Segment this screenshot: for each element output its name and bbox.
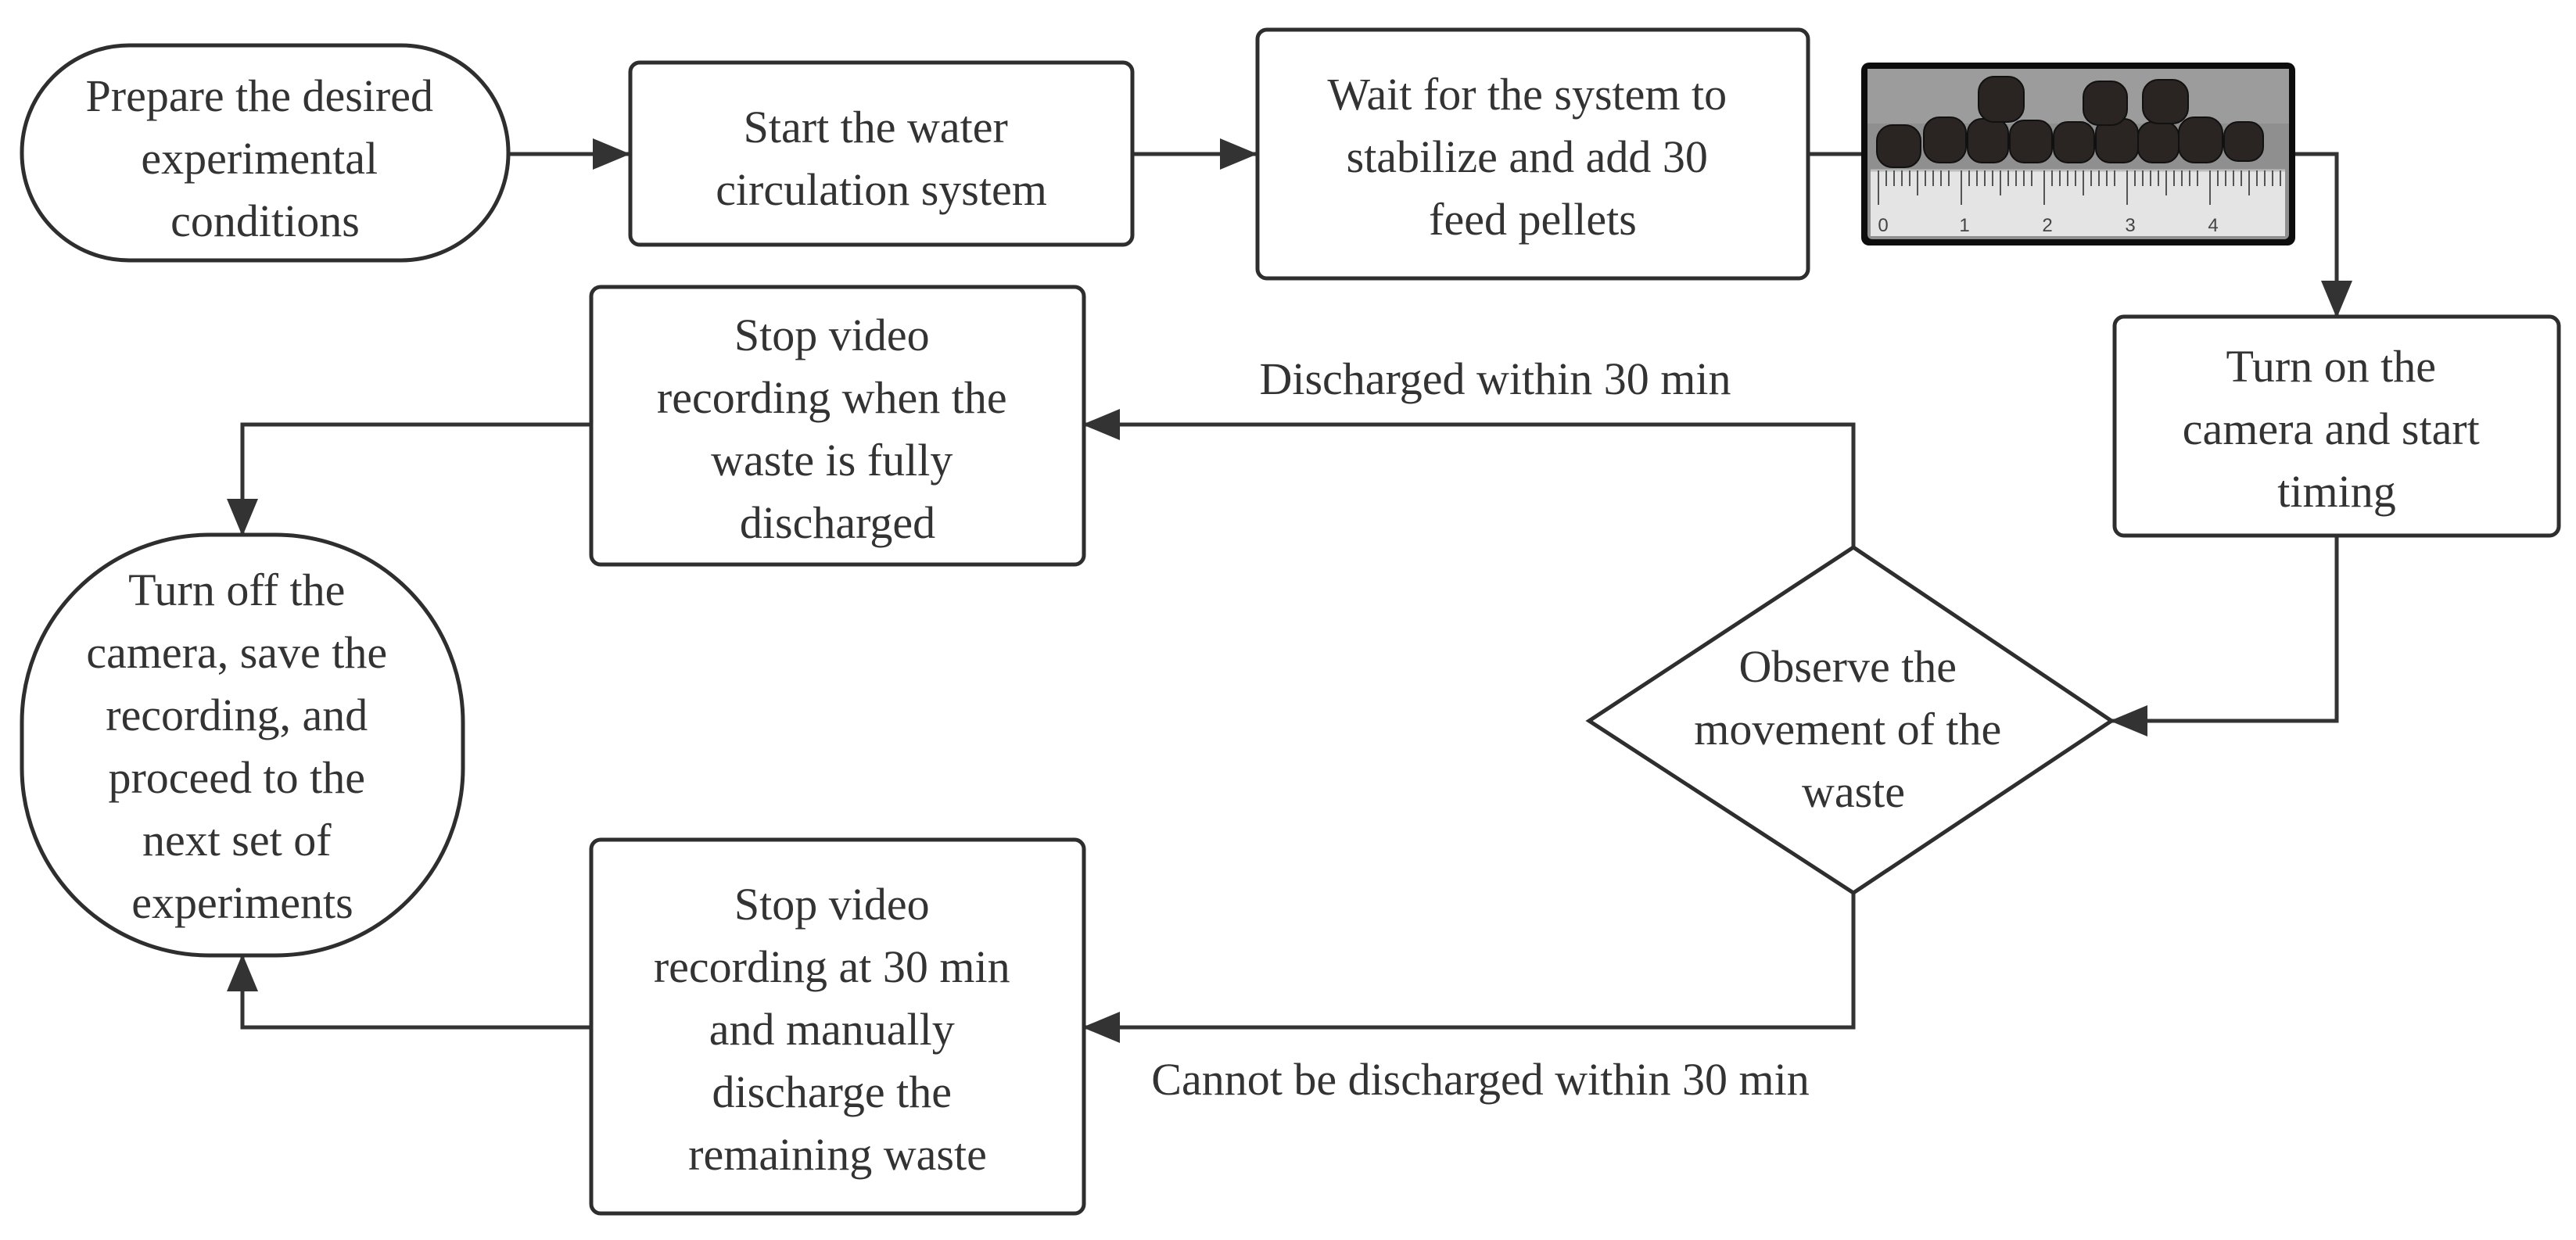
connectors <box>227 138 2352 1043</box>
node-wait-add-pellets: Wait for the system to stabilize and add… <box>1255 27 1810 281</box>
arrow-camera-to-observe <box>2110 536 2339 736</box>
ruler-tick-4: 4 <box>2208 215 2218 236</box>
ruler-tick-0: 0 <box>1878 215 1888 236</box>
arrow-photo-to-camera <box>2295 152 2352 318</box>
ruler-tick-2: 2 <box>2042 215 2052 236</box>
node-prepare: Prepare the desired experimental conditi… <box>20 43 511 263</box>
node-camera-timing-text: Turn on the camera and start timing <box>2183 341 2492 517</box>
arrow-stop-full-to-turn-off <box>227 422 591 536</box>
node-start-circulation: Start the water circulation system <box>628 60 1135 247</box>
node-wait-add-pellets-text: Wait for the system to stabilize and add… <box>1327 69 1738 245</box>
node-turn-off: Turn off the camera, save the recording,… <box>20 532 465 958</box>
node-stop-full-text: Stop video recording when the waste is f… <box>657 310 1018 548</box>
arrow-observe-to-stop-full <box>1082 409 1856 547</box>
ruler-tick-3: 3 <box>2125 215 2135 236</box>
node-stop-full: Stop video recording when the waste is f… <box>589 285 1086 567</box>
node-stop-manual: Stop video recording at 30 min and manua… <box>589 837 1086 1216</box>
feed-pellets <box>1876 76 2264 168</box>
arrow-observe-to-stop-manual <box>1082 893 1856 1043</box>
node-turn-off-text: Turn off the camera, save the recording,… <box>86 564 398 928</box>
edge-label-discharged: Discharged within 30 min <box>1259 353 1731 404</box>
arrow-stop-manual-to-turn-off <box>227 954 591 1030</box>
node-observe-decision: Observe the movement of the waste <box>1585 544 2115 895</box>
ruler-tick-1: 1 <box>1959 215 1969 236</box>
node-prepare-text: Prepare the desired experimental conditi… <box>86 70 445 246</box>
feed-pellets-photo: 0 1 2 3 4 <box>1861 63 2295 245</box>
node-observe-decision-text: Observe the movement of the waste <box>1694 641 2013 817</box>
ruler: 0 1 2 3 4 <box>1871 169 2285 236</box>
node-start-circulation-text: Start the water circulation system <box>716 102 1047 215</box>
edge-label-not-discharged: Cannot be discharged within 30 min <box>1151 1054 1809 1105</box>
node-stop-manual-text: Stop video recording at 30 min and manua… <box>654 879 1021 1180</box>
node-camera-timing: Turn on the camera and start timing <box>2112 314 2561 538</box>
